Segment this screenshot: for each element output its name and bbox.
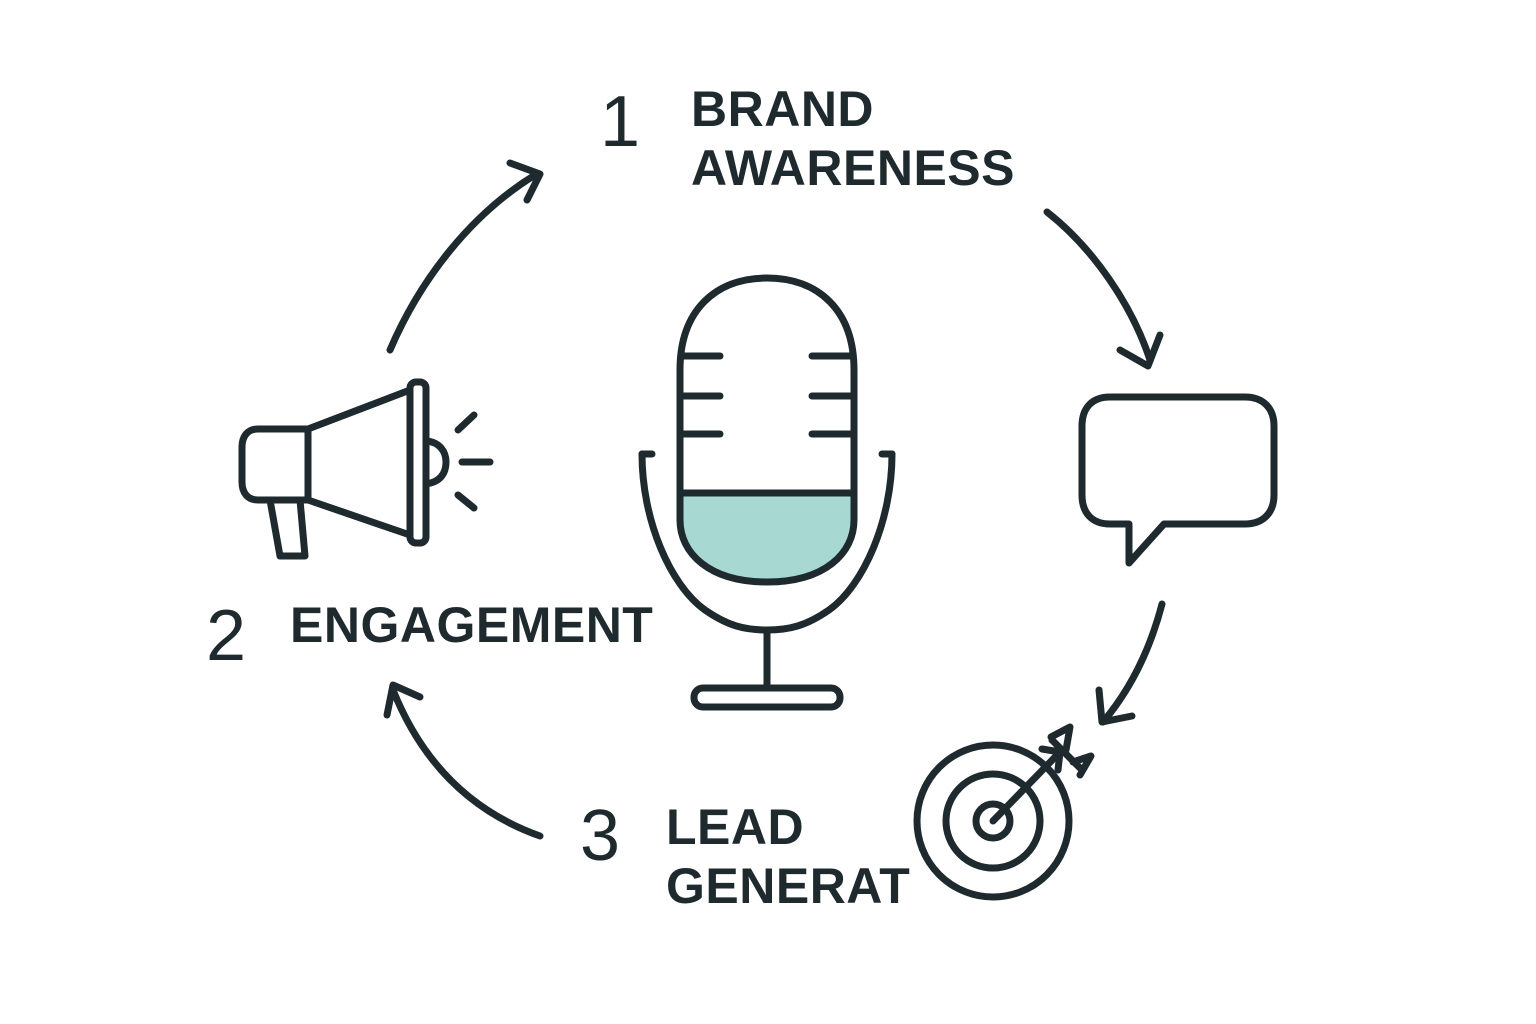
megaphone-icon (238, 378, 494, 560)
step-number-engagement: 2 (206, 596, 247, 676)
arrow-lead-to-engagement (383, 681, 544, 840)
step-number-lead-generation: 3 (580, 796, 621, 876)
step-label-lead-generation: LEAD GENERAT (666, 799, 911, 914)
step-number-brand-awareness: 1 (600, 82, 641, 162)
target-icon (913, 723, 1095, 901)
arrow-bubble-to-target (1095, 600, 1166, 726)
microphone-icon (638, 274, 896, 711)
speech-bubble-icon (1078, 393, 1278, 567)
arrow-awareness-to-bubble (1043, 208, 1164, 370)
microphone-head-fill (680, 493, 854, 582)
step-label-engagement: ENGAGEMENT (290, 597, 654, 653)
arrow-engagement-to-awareness (386, 159, 544, 354)
microphone-base (690, 684, 844, 711)
step-label-brand-awareness: BRAND AWARENESS (691, 81, 1016, 196)
microphone-head (676, 274, 858, 586)
